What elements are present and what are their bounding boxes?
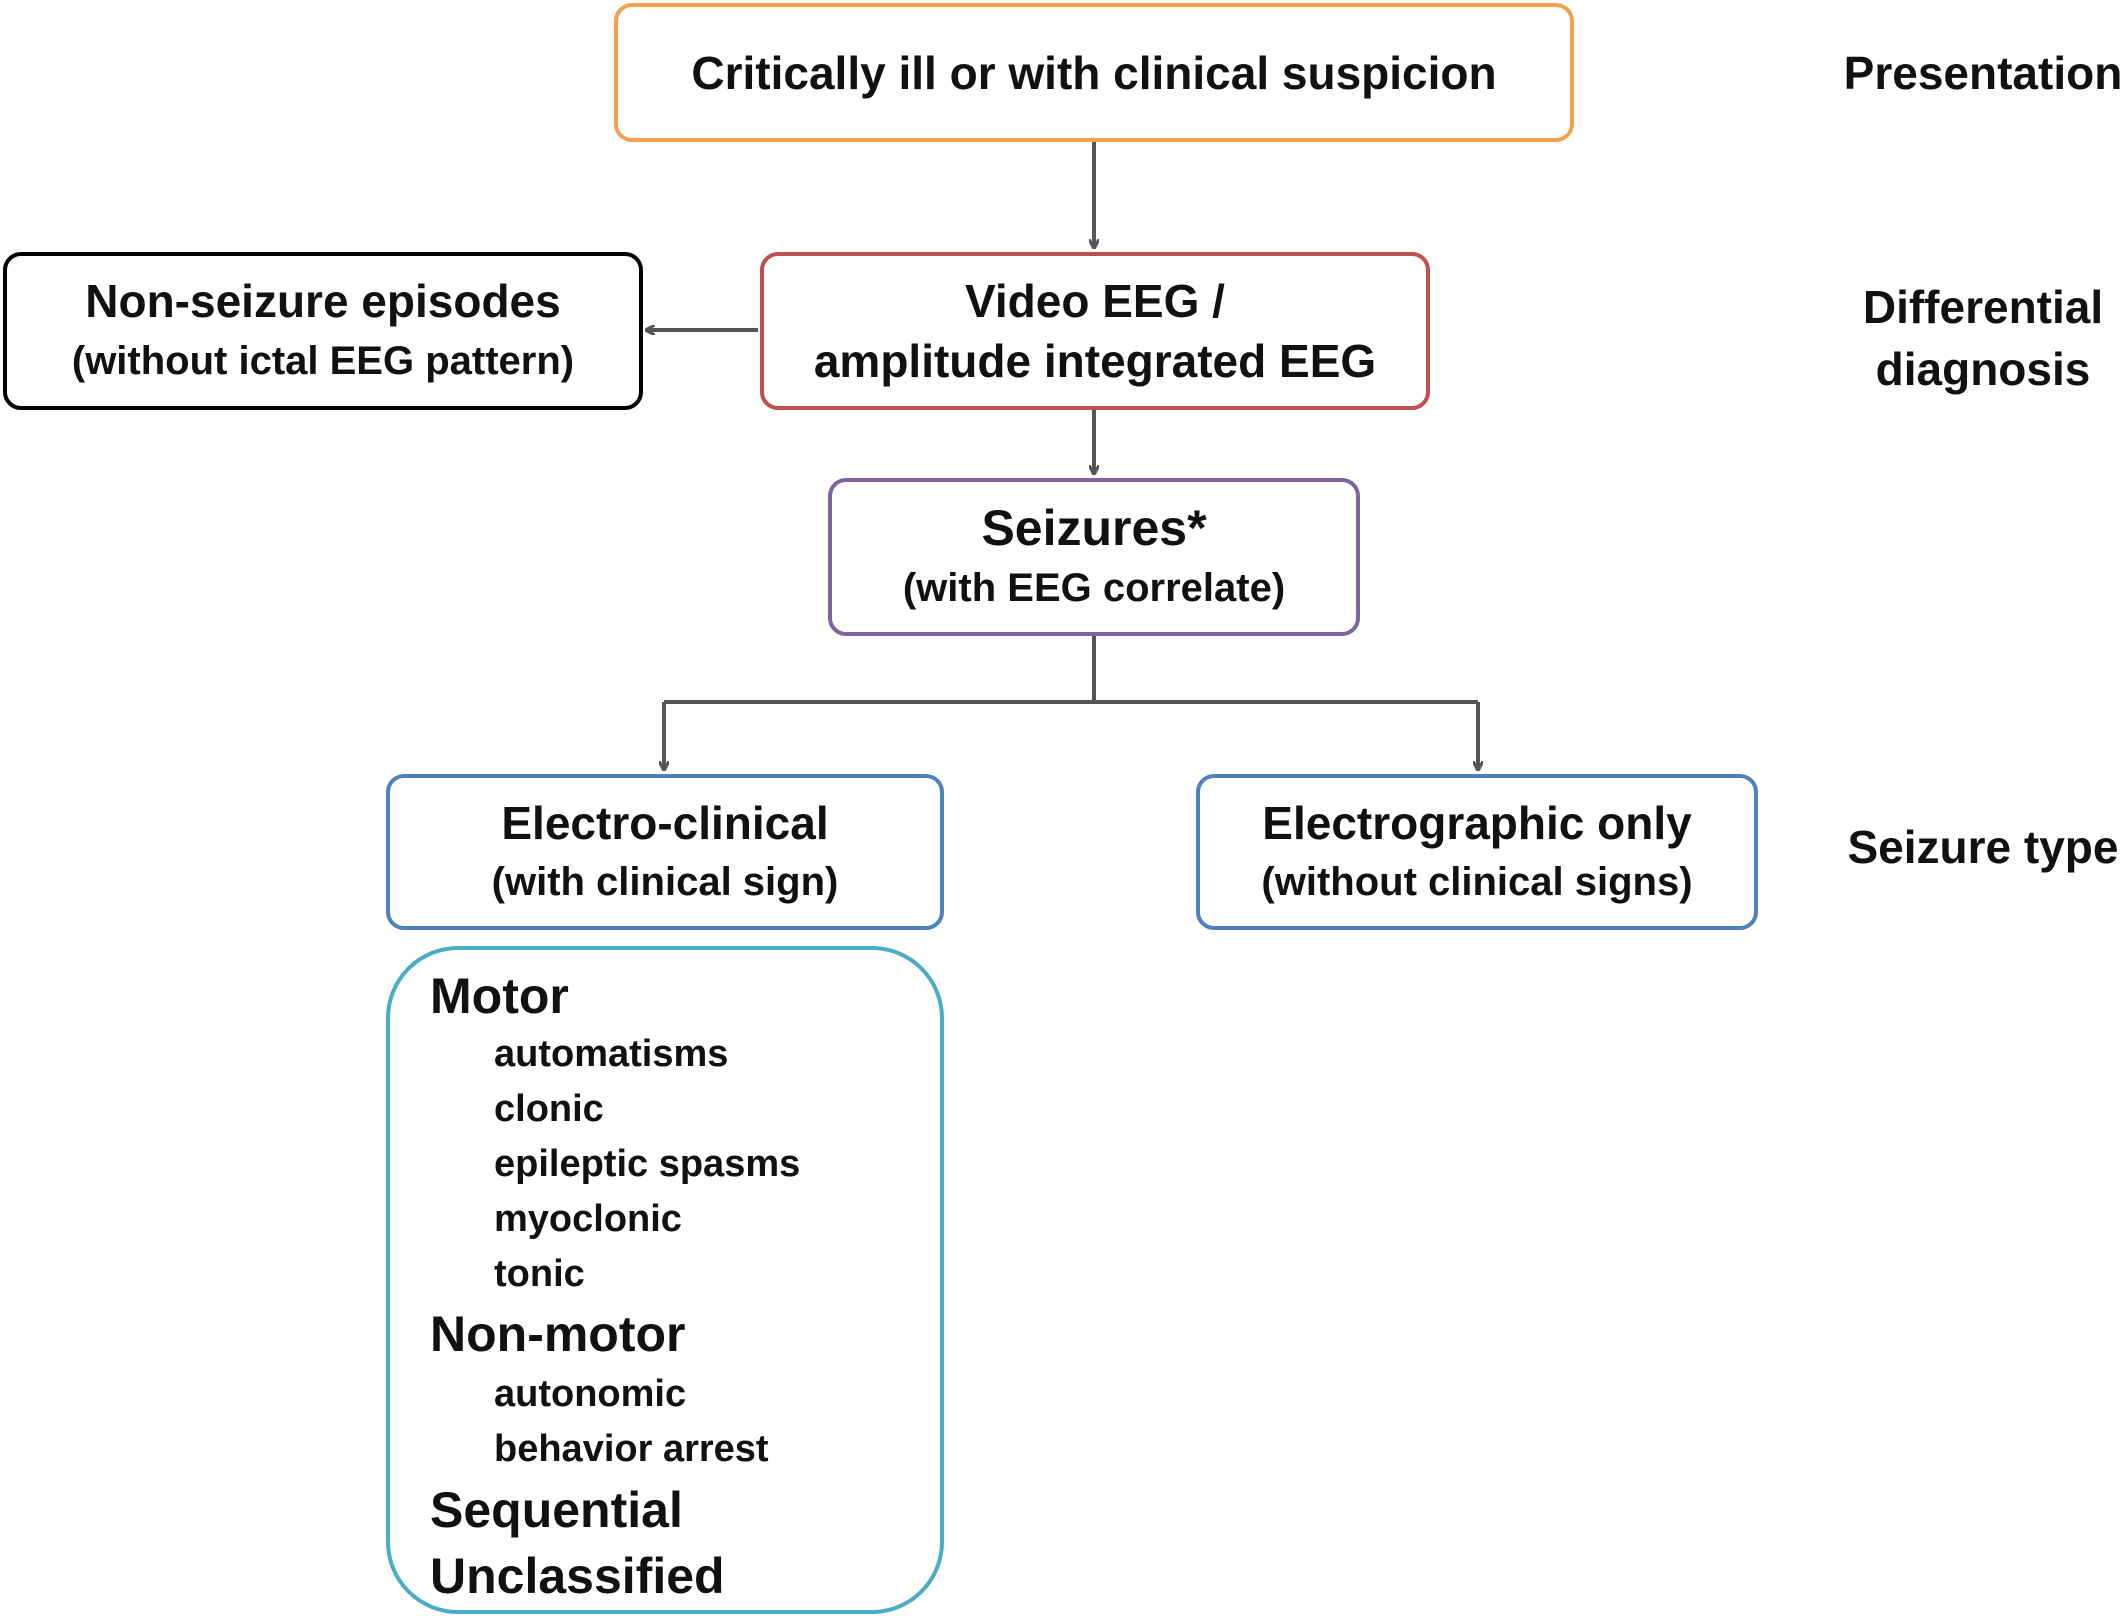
electrographic-node-line2: (without clinical signs) xyxy=(1261,860,1693,904)
category-non-motor: Non-motor xyxy=(430,1306,686,1362)
connector-seizures-branch xyxy=(664,636,1478,704)
electro-clinical-node: Electro-clinical (with clinical sign) xyxy=(386,774,944,930)
presentation-node-text: Critically ill or with clinical suspicio… xyxy=(691,46,1497,99)
motor-item: automatisms xyxy=(494,1033,729,1075)
electro-clinical-node-line2: (with clinical sign) xyxy=(491,860,839,904)
motor-item: clonic xyxy=(494,1088,604,1130)
stage-differential-line1: Differential xyxy=(1862,281,2104,333)
non-seizure-node-line1: Non-seizure episodes xyxy=(85,275,561,327)
motor-item: tonic xyxy=(494,1253,585,1295)
clinical-types-list: Motor automatisms clonic epileptic spasm… xyxy=(386,946,944,1614)
category-sequential: Sequential xyxy=(430,1482,683,1538)
eeg-node: Video EEG / amplitude integrated EEG xyxy=(760,252,1430,410)
non-motor-item: behavior arrest xyxy=(494,1428,769,1470)
category-unclassified: Unclassified xyxy=(430,1548,725,1604)
non-motor-item: autonomic xyxy=(494,1373,687,1415)
eeg-node-line1: Video EEG / xyxy=(965,275,1225,327)
motor-item: myoclonic xyxy=(494,1198,682,1240)
presentation-node: Critically ill or with clinical suspicio… xyxy=(614,3,1574,142)
stage-differential-line2: diagnosis xyxy=(1875,343,2091,395)
electrographic-node: Electrographic only (without clinical si… xyxy=(1196,774,1758,930)
stage-label-presentation: Presentation xyxy=(1838,42,2128,104)
stage-label-seizure-type: Seizure type xyxy=(1838,816,2128,878)
stage-presentation-text: Presentation xyxy=(1843,47,2123,99)
non-seizure-node-line2: (without ictal EEG pattern) xyxy=(71,339,575,383)
seizures-node-line2: (with EEG correlate) xyxy=(902,566,1286,610)
seizures-node: Seizures* (with EEG correlate) xyxy=(828,478,1360,636)
electrographic-node-line1: Electrographic only xyxy=(1262,797,1692,849)
eeg-node-line2: amplitude integrated EEG xyxy=(813,335,1377,387)
category-motor: Motor xyxy=(430,968,569,1024)
seizures-node-line1: Seizures* xyxy=(981,500,1207,556)
non-seizure-node: Non-seizure episodes (without ictal EEG … xyxy=(3,252,643,410)
stage-seizure-type-text: Seizure type xyxy=(1847,821,2119,873)
stage-label-differential-diagnosis: Differential diagnosis xyxy=(1838,276,2128,400)
motor-item: epileptic spasms xyxy=(494,1143,801,1185)
electro-clinical-node-line1: Electro-clinical xyxy=(501,797,829,849)
